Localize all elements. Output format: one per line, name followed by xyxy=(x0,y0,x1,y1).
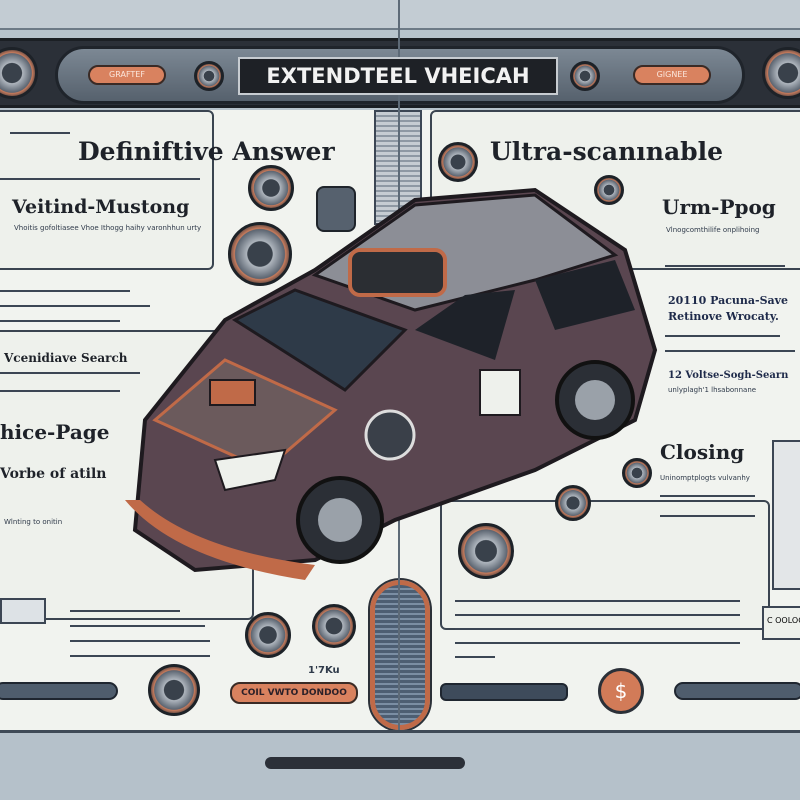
note-line-1: 20110 Pacuna-Save xyxy=(668,294,789,307)
knob-icon xyxy=(194,61,224,91)
rear-hub xyxy=(575,380,615,420)
subtext: Vlnogcomthilife onplihoing xyxy=(666,226,760,234)
indicator-strip xyxy=(674,682,800,700)
note-line-2: Retinove Wrocaty. xyxy=(668,310,779,323)
spring-capsule xyxy=(368,578,432,732)
text-line xyxy=(70,625,205,627)
text-line xyxy=(455,656,495,658)
text-line xyxy=(665,265,785,267)
windshield xyxy=(231,288,408,392)
text-line xyxy=(665,350,795,352)
text-line xyxy=(0,290,130,292)
footer-note: Wlnting to onitin xyxy=(4,518,63,526)
divider-line xyxy=(10,132,70,134)
tire-icon xyxy=(245,612,291,658)
seat-icon xyxy=(316,186,356,232)
knob-icon xyxy=(594,175,624,205)
heading-veitind-mustong: Veitind-Mustong xyxy=(12,196,190,218)
barcode-label xyxy=(0,598,46,624)
heading-nice-page: hice-Page xyxy=(0,420,110,444)
note2-line-2: unlyplagh'1 lhsabonnane xyxy=(668,386,757,394)
text-line xyxy=(455,642,740,644)
speaker-icon xyxy=(555,485,591,521)
closing-subtext: Uninomptplogts vulvanhy xyxy=(660,474,750,482)
gear-icon xyxy=(312,604,356,648)
indicator-strip xyxy=(0,682,118,700)
heading-urm-ppog: Urm-Ppog xyxy=(662,195,776,219)
text-line xyxy=(0,305,150,307)
dial-icon xyxy=(148,664,200,716)
page-title: EXTENDTEEL VHEICAH xyxy=(238,57,558,95)
engine-block xyxy=(209,379,256,406)
text-line xyxy=(455,600,740,602)
side-label: C OOLOO xyxy=(762,606,800,640)
heading3-subtext: Vorbe of atiln xyxy=(0,466,107,482)
engine-bay xyxy=(152,358,338,472)
text-line xyxy=(70,610,180,612)
sunroof xyxy=(348,248,447,297)
text-line xyxy=(660,495,755,497)
wheel-icon xyxy=(438,142,478,182)
text-line xyxy=(0,320,120,322)
text-line xyxy=(70,640,210,642)
small-label: 1'7Ku xyxy=(308,665,340,676)
left-panel-top xyxy=(0,110,214,270)
text-line xyxy=(455,628,740,630)
divider-line xyxy=(0,178,200,180)
text-line xyxy=(455,614,740,616)
text-line xyxy=(0,390,120,392)
heading-closing: Closing xyxy=(660,440,745,464)
item-search: Vcenidiave Search xyxy=(4,351,128,365)
window-sticker xyxy=(479,369,521,416)
pen-icon xyxy=(265,757,465,769)
speaker-icon xyxy=(228,222,292,286)
minivan-illustration xyxy=(125,187,658,580)
gauge-icon xyxy=(458,523,514,579)
right-header-button[interactable]: GIGNEE xyxy=(633,65,711,85)
knob-icon xyxy=(622,458,652,488)
front-lip xyxy=(125,500,315,580)
header-pill: GRAFTEF EXTENDTEEL VHEICAH GIGNEE xyxy=(55,46,745,104)
left-header-button[interactable]: GRAFTEF xyxy=(88,65,166,85)
headlight xyxy=(213,448,287,492)
subtext: Vhoitis gofoltiasee Vhoe Ithogg haihy va… xyxy=(14,224,202,232)
coin-icon: $ xyxy=(598,668,644,714)
dial-icon xyxy=(0,47,38,99)
heading-ultra-scannable: Ultra-scanınable xyxy=(490,137,724,166)
text-line xyxy=(0,372,140,374)
note2-line-1: 12 Voltse-Sogh-Searn xyxy=(668,370,789,381)
side-windows xyxy=(415,260,635,360)
speaker-icon xyxy=(364,409,416,461)
call-button[interactable]: COIL VWTO DONDOO xyxy=(230,682,358,704)
bottom-strip xyxy=(0,730,800,800)
knob-icon xyxy=(570,61,600,91)
top-strip xyxy=(0,0,800,30)
dial-icon xyxy=(762,47,800,99)
header-bar: GRAFTEF EXTENDTEEL VHEICAH GIGNEE xyxy=(0,38,800,108)
speaker-icon xyxy=(248,165,294,211)
text-line xyxy=(70,655,210,657)
front-hub xyxy=(318,498,362,542)
side-card xyxy=(772,440,800,590)
pen-icon xyxy=(440,683,568,701)
text-line xyxy=(660,515,755,517)
text-line xyxy=(665,335,780,337)
heading-definitive-answer: Definiftive Answer xyxy=(78,137,335,166)
